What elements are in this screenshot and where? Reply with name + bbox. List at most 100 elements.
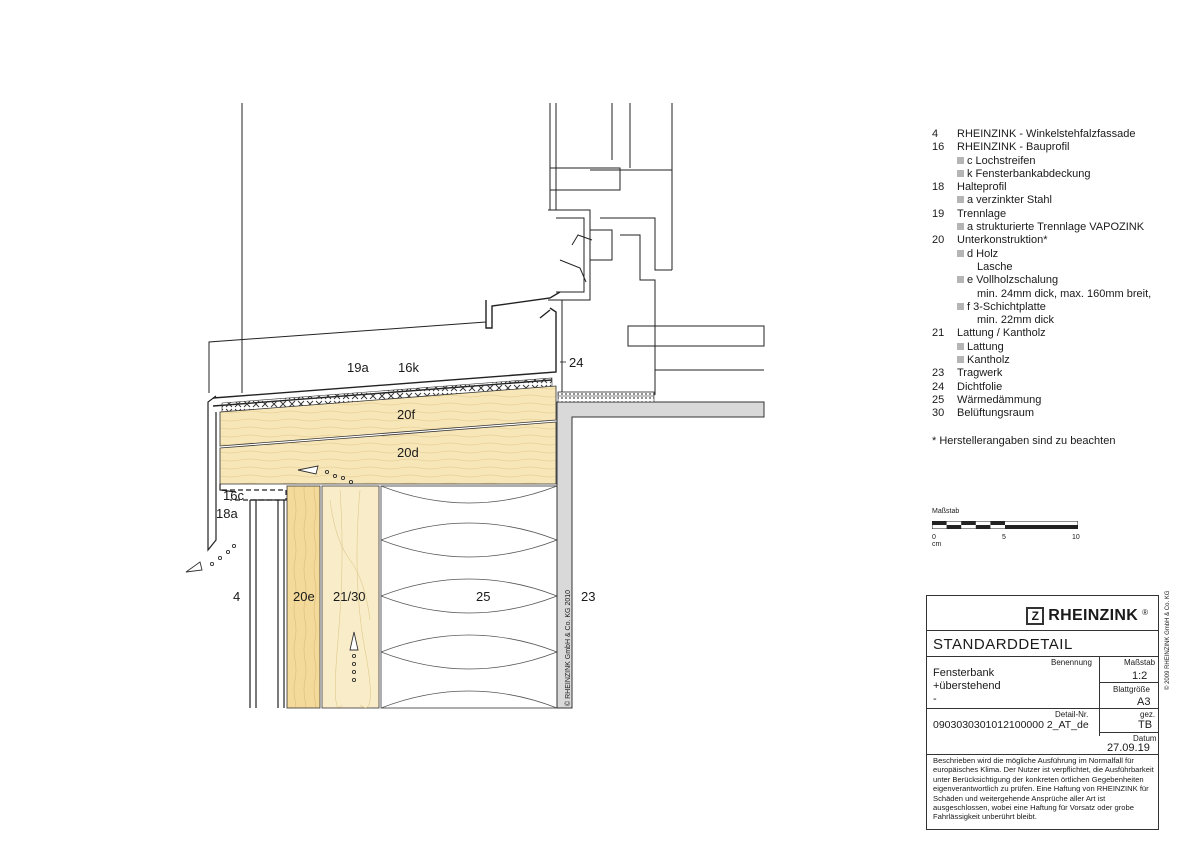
label-16c: 16c xyxy=(223,488,244,503)
label-20e: 20e xyxy=(293,589,315,604)
benennung-line-1: Fensterbank xyxy=(933,667,995,679)
label-20f: 20f xyxy=(397,407,415,422)
legend-number: 24 xyxy=(932,380,945,393)
legend-item: 18 Halteprofil xyxy=(932,181,1151,194)
label-19a: 19a xyxy=(347,360,369,375)
legend-text: Trennlage xyxy=(957,207,1007,220)
legend-item: 25 Wärmedämmung xyxy=(932,394,1151,407)
legend-item: 23 Tragwerk xyxy=(932,367,1151,380)
drawing-copyright: © RHEINZINK GmbH & Co. KG 2010 xyxy=(564,590,572,706)
legend-item: Lasche xyxy=(932,261,1151,274)
label-18a: 18a xyxy=(216,506,238,521)
legend-bullet-icon xyxy=(957,249,964,257)
legend-bullet-icon xyxy=(957,276,964,284)
legend-continuation: min. 24mm dick, max. 160mm breit, xyxy=(977,287,1152,300)
legend-subtext: d Holz xyxy=(967,247,999,260)
legend-item: e Vollholzschalung xyxy=(932,274,1151,287)
legend-text: Unterkonstruktion* xyxy=(957,234,1048,247)
drip-profile-18a xyxy=(207,395,237,552)
legend-item: Kantholz xyxy=(932,354,1151,367)
label-23: 23 xyxy=(581,589,595,604)
label-24: 24 xyxy=(569,355,583,370)
label-16k: 16k xyxy=(398,360,419,375)
legend-number: 25 xyxy=(932,393,945,406)
legend-bullet-icon xyxy=(957,356,964,364)
legend-item: a strukturierte Trennlage VAPOZINK xyxy=(932,221,1151,234)
perforated-strip-16c xyxy=(222,489,287,501)
legend-item: a verzinkter Stahl xyxy=(932,194,1151,207)
legend-bullet-icon xyxy=(957,196,964,204)
benennung-line-3: - xyxy=(933,693,937,705)
batten-21-30 xyxy=(321,485,380,709)
scale-ruler xyxy=(932,521,1078,529)
scale-label-0: 0 cm xyxy=(932,534,942,548)
legend-text: Tragwerk xyxy=(957,367,1003,380)
legend-continuation: Lasche xyxy=(977,260,1013,273)
detail-nr-label: Detail-Nr. xyxy=(1055,710,1089,719)
scale-label-10: 10 xyxy=(1072,534,1080,541)
legend-subtext: c Lochstreifen xyxy=(967,154,1036,167)
legend-number: 18 xyxy=(932,181,945,194)
three-layer-board-20f xyxy=(219,385,557,447)
legend-bullet-icon xyxy=(957,223,964,231)
legend-number: 30 xyxy=(932,407,945,420)
legend-item: 21 Lattung / Kantholz xyxy=(932,327,1151,340)
legend-number: 23 xyxy=(932,367,945,380)
legend-item: c Lochstreifen xyxy=(932,155,1151,168)
label-25: 25 xyxy=(476,589,490,604)
massstab-label: Maßstab xyxy=(1124,658,1156,667)
legend-item: Lattung xyxy=(932,341,1151,354)
legend-text: Lattung / Kantholz xyxy=(957,327,1046,340)
legend-text: Halteprofil xyxy=(957,181,1007,194)
insulation-25 xyxy=(380,485,558,709)
legend-item: min. 24mm dick, max. 160mm breit, xyxy=(932,288,1151,301)
rheinzink-logo-text: RHEINZINK xyxy=(1048,607,1139,624)
structure-23 xyxy=(556,391,765,709)
facade-cladding-4 xyxy=(249,499,285,708)
gez-value: TB xyxy=(1138,719,1153,731)
rheinzink-logo-mark: Z xyxy=(1026,607,1045,625)
legend-number: 21 xyxy=(932,327,945,340)
detail-nr-value: 0903030301012100000 2_AT_de xyxy=(933,719,1089,731)
legend-subtext: Lattung xyxy=(967,340,1004,353)
legend-subtext: Kantholz xyxy=(967,354,1010,367)
legend-subtext: k Fensterbankabdeckung xyxy=(967,167,1091,180)
facade-outline xyxy=(208,103,487,393)
legend-number: 16 xyxy=(932,141,945,154)
massstab-value: 1:2 xyxy=(1132,670,1148,682)
benennung-label: Benennung xyxy=(1051,658,1092,667)
legend-bullet-icon xyxy=(957,169,964,177)
scale-title: Maßstab xyxy=(932,508,960,515)
legend-bullet-icon xyxy=(957,302,964,310)
rheinzink-logo: Z RHEINZINK ® xyxy=(1026,605,1148,627)
legend-subtext: a strukturierte Trennlage VAPOZINK xyxy=(967,221,1145,234)
disclaimer-text: Beschrieben wird die mögliche Ausführung… xyxy=(933,756,1154,822)
window-frame xyxy=(548,103,765,395)
legend-subtext: f 3-Schichtplatte xyxy=(967,300,1046,313)
legend-continuation: min. 22mm dick xyxy=(977,314,1055,327)
ventilation-arrows xyxy=(185,465,359,683)
legend-text: RHEINZINK - Bauprofil xyxy=(957,141,1070,154)
scale-label-5: 5 xyxy=(1002,534,1006,541)
legend-item: min. 22mm dick xyxy=(932,314,1151,327)
legend-subtext: e Vollholzschalung xyxy=(967,274,1059,287)
legend-text: Belüftungsraum xyxy=(957,407,1035,420)
boarding-20e xyxy=(286,485,321,709)
legend-text: Wärmedämmung xyxy=(957,393,1042,406)
legend-text: Dichtfolie xyxy=(957,380,1003,393)
legend-item: d Holz xyxy=(932,248,1151,261)
legend-text: RHEINZINK - Winkelstehfalzfassade xyxy=(957,128,1136,140)
label-4: 4 xyxy=(233,589,240,604)
title-block: Z RHEINZINK ® STANDARDDETAIL Benennung F… xyxy=(926,595,1159,830)
legend-item: f 3-Schichtplatte xyxy=(932,301,1151,314)
label-20d: 20d xyxy=(397,445,419,460)
benennung-line-2: +überstehend xyxy=(933,680,1001,692)
registered-mark: ® xyxy=(1142,607,1148,617)
label-21-30: 21/30 xyxy=(333,589,366,604)
legend-bullet-icon xyxy=(957,156,964,164)
datum-value: 27.09.19 xyxy=(1107,742,1150,754)
